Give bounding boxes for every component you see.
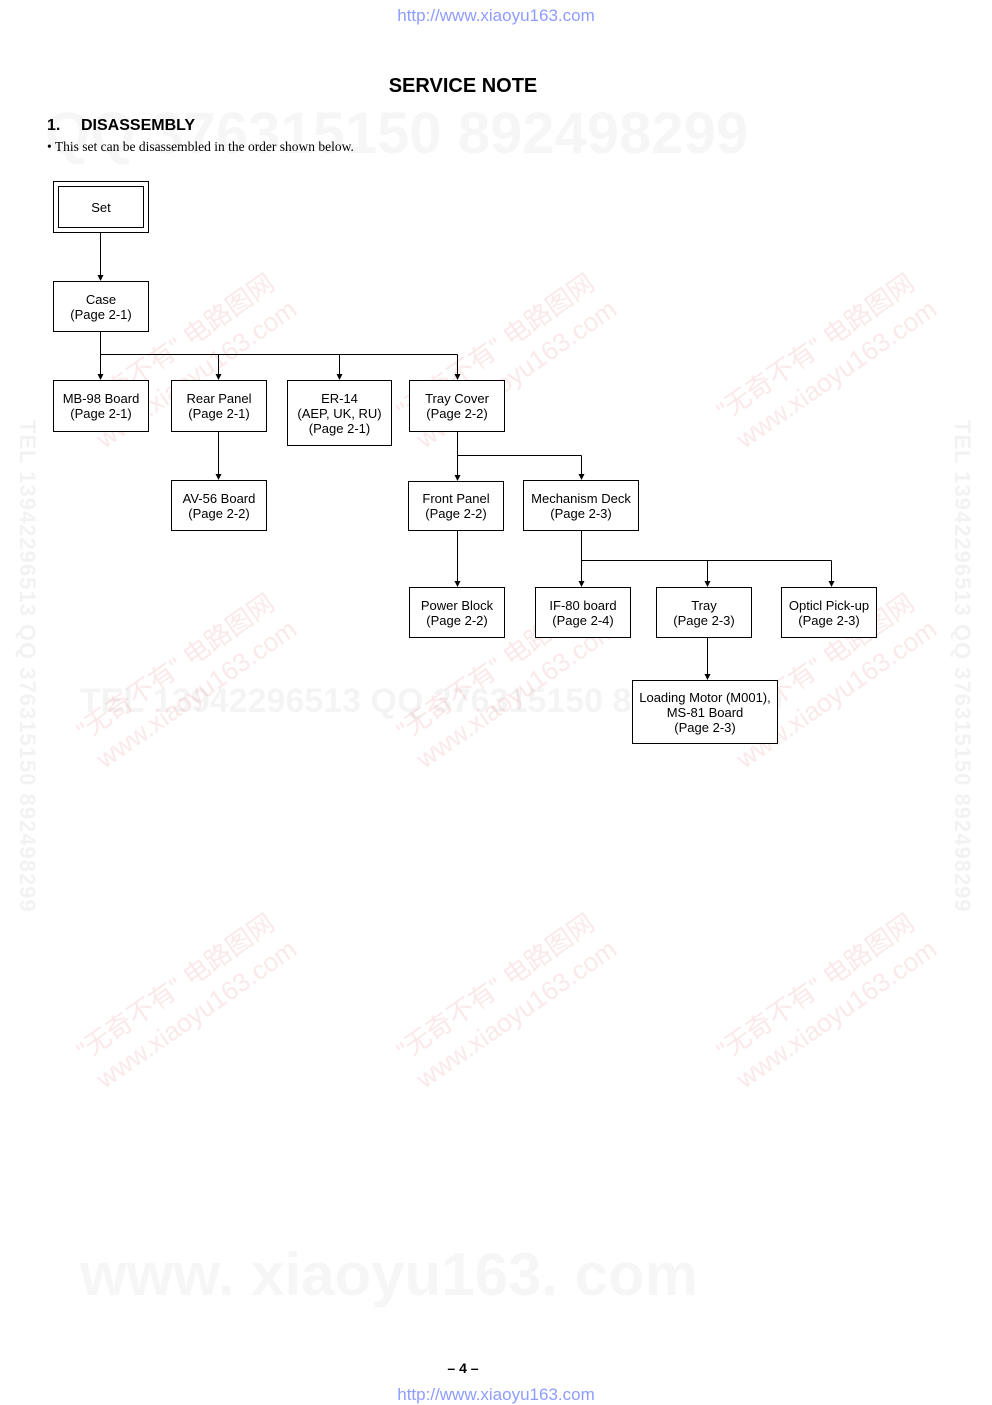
node-tray-cover: Tray Cover (Page 2-2)	[409, 380, 505, 432]
section-heading: 1. DISASSEMBLY	[47, 117, 195, 135]
node-mb98-board: MB-98 Board (Page 2-1)	[53, 380, 149, 432]
node-optical-pickup: Opticl Pick-up (Page 2-3)	[781, 587, 877, 638]
page-number: – 4 –	[447, 1360, 479, 1376]
section-title: DISASSEMBLY	[81, 117, 196, 134]
node-case: Case (Page 2-1)	[53, 281, 149, 332]
node-label: Mechanism Deck (Page 2-3)	[531, 490, 631, 521]
node-label: Power Block (Page 2-2)	[420, 597, 494, 628]
footer-url-link[interactable]: http://www.xiaoyu163.com	[397, 1385, 595, 1404]
node-set: Set	[53, 181, 149, 233]
node-label: IF-80 board (Page 2-4)	[549, 597, 617, 628]
node-power-block: Power Block (Page 2-2)	[409, 587, 505, 638]
node-label: Tray Cover (Page 2-2)	[425, 391, 489, 421]
node-er14: ER-14 (AEP, UK, RU) (Page 2-1)	[287, 380, 392, 446]
node-label: Set	[91, 199, 111, 215]
node-label: MB-98 Board (Page 2-1)	[62, 391, 140, 421]
section-number: 1.	[47, 117, 61, 134]
node-front-panel: Front Panel (Page 2-2)	[408, 481, 504, 531]
node-label: Rear Panel (Page 2-1)	[186, 391, 252, 421]
node-av56-board: AV-56 Board (Page 2-2)	[171, 480, 267, 531]
node-if80-board: IF-80 board (Page 2-4)	[535, 587, 631, 638]
node-label: Tray (Page 2-3)	[673, 597, 735, 628]
node-loading-motor: Loading Motor (M001), MS-81 Board (Page …	[632, 680, 778, 744]
header-url-link[interactable]: http://www.xiaoyu163.com	[397, 6, 595, 25]
page-title: SERVICE NOTE	[388, 75, 538, 97]
node-mechanism-deck: Mechanism Deck (Page 2-3)	[523, 480, 639, 531]
node-label: Loading Motor (M001), MS-81 Board (Page …	[639, 689, 771, 735]
node-label: Front Panel (Page 2-2)	[422, 491, 490, 521]
node-label: ER-14 (AEP, UK, RU) (Page 2-1)	[297, 390, 382, 436]
node-tray: Tray (Page 2-3)	[656, 587, 752, 638]
intro-text: • This set can be disassembled in the or…	[47, 139, 354, 154]
node-label: Opticl Pick-up (Page 2-3)	[788, 597, 870, 628]
node-label: Case (Page 2-1)	[70, 291, 132, 322]
node-label: AV-56 Board (Page 2-2)	[182, 490, 256, 521]
node-rear-panel: Rear Panel (Page 2-1)	[171, 380, 267, 432]
